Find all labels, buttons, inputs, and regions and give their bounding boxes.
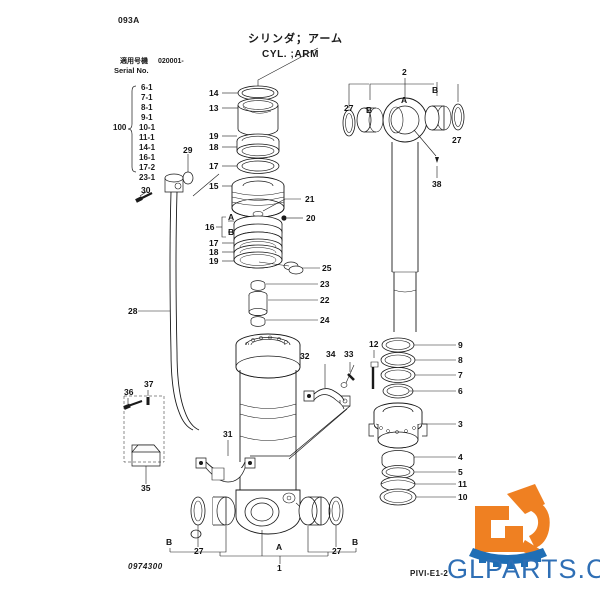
track-gear-icon bbox=[469, 548, 547, 569]
kit-item-5: 11-1 bbox=[139, 133, 155, 142]
rod-eye-assembly bbox=[342, 97, 465, 332]
callout-29: 29 bbox=[183, 145, 193, 155]
callout-24: 24 bbox=[320, 315, 330, 325]
callout-12: 12 bbox=[369, 339, 379, 349]
callout-2-A: A bbox=[401, 95, 408, 105]
callout-17-top: 17 bbox=[209, 161, 219, 171]
callout-27-br: 27 bbox=[332, 546, 342, 556]
callout-14: 14 bbox=[209, 88, 219, 98]
glparts-logo-mark bbox=[469, 484, 550, 569]
kit-item-2: 8-1 bbox=[141, 103, 153, 112]
kit-item-8: 17-2 bbox=[139, 163, 156, 172]
callout-10: 10 bbox=[458, 492, 468, 502]
logo-letter-g bbox=[475, 506, 523, 552]
callout-37: 37 bbox=[144, 379, 154, 389]
page-code: 093A bbox=[118, 15, 140, 25]
callout-6: 6 bbox=[458, 386, 463, 396]
kit-group-number: 100 bbox=[113, 123, 127, 132]
callout-27-bl: 27 bbox=[194, 546, 204, 556]
serial-label-en: Serial No. bbox=[114, 66, 149, 75]
gland-assembly bbox=[368, 337, 428, 506]
callout-19-top: 19 bbox=[209, 131, 219, 141]
grease-line-assembly bbox=[123, 171, 256, 539]
callout-2-B-left: B bbox=[366, 105, 373, 115]
brand-text: GLPARTS.CN bbox=[447, 554, 600, 584]
callout-9: 9 bbox=[458, 340, 463, 350]
callout-35: 35 bbox=[141, 483, 151, 493]
callout-27-tl: 27 bbox=[344, 103, 354, 113]
kit-item-7: 16-1 bbox=[139, 153, 156, 162]
callout-18-top: 18 bbox=[209, 142, 219, 152]
title-english: CYL. ;ARM bbox=[262, 49, 320, 60]
kit-item-3: 9-1 bbox=[141, 113, 153, 122]
serial-label-jp: 適用号機 bbox=[120, 58, 148, 65]
callout-B-right: B bbox=[352, 537, 359, 547]
callout-33: 33 bbox=[344, 349, 354, 359]
callout-7: 7 bbox=[458, 370, 463, 380]
kit-item-0: 6-1 bbox=[141, 83, 153, 92]
center-stack bbox=[231, 85, 304, 327]
cylinder-tube-body bbox=[235, 333, 302, 535]
callout-30: 30 bbox=[141, 185, 151, 195]
callout-17-bot: 17 bbox=[209, 238, 219, 248]
callout-16-B: B bbox=[228, 227, 235, 237]
callout-13: 13 bbox=[209, 103, 219, 113]
kit-item-4: 10-1 bbox=[139, 123, 156, 132]
callout-25: 25 bbox=[322, 263, 332, 273]
callout-18-bot: 18 bbox=[209, 247, 219, 257]
callout-4: 4 bbox=[458, 452, 463, 462]
callout-23: 23 bbox=[320, 279, 330, 289]
callout-B-left: B bbox=[166, 537, 173, 547]
callout-16: 16 bbox=[205, 222, 215, 232]
callout-34: 34 bbox=[326, 349, 336, 359]
callout-5: 5 bbox=[458, 467, 463, 477]
callout-19-bot: 19 bbox=[209, 256, 219, 266]
callout-2-B-right: B bbox=[432, 85, 439, 95]
kit-item-9: 23-1 bbox=[139, 173, 156, 182]
callout-3: 3 bbox=[458, 419, 463, 429]
kit-bracket bbox=[127, 85, 137, 173]
callout-38: 38 bbox=[432, 179, 442, 189]
callout-20: 20 bbox=[306, 213, 316, 223]
callout-31: 31 bbox=[223, 429, 233, 439]
callout-27-tr: 27 bbox=[452, 135, 462, 145]
serial-value: 020001- bbox=[158, 58, 184, 65]
callout-16-A: A bbox=[228, 212, 235, 222]
kit-item-1: 7-1 bbox=[141, 93, 153, 102]
title-japanese: シリンダ；アーム bbox=[248, 33, 344, 45]
bottom-bushings bbox=[190, 496, 344, 526]
callout-11: 11 bbox=[458, 479, 467, 489]
drawing-number: 0974300 bbox=[128, 562, 163, 571]
callout-2: 2 bbox=[402, 67, 407, 77]
callout-22: 22 bbox=[320, 295, 330, 305]
callout-A-bottom: A bbox=[276, 542, 283, 552]
revision-code: PIVI-E1-2 bbox=[410, 569, 449, 578]
callout-32: 32 bbox=[300, 351, 310, 361]
kit-item-6: 14-1 bbox=[139, 143, 156, 152]
callout-21: 21 bbox=[305, 194, 315, 204]
leader-lines bbox=[127, 47, 459, 564]
callout-36: 36 bbox=[124, 387, 134, 397]
callout-28: 28 bbox=[128, 306, 138, 316]
callout-1-bottom: 1 bbox=[277, 563, 282, 573]
callout-8: 8 bbox=[458, 355, 463, 365]
callout-15: 15 bbox=[209, 181, 219, 191]
tube-clamp-assembly bbox=[250, 373, 355, 460]
